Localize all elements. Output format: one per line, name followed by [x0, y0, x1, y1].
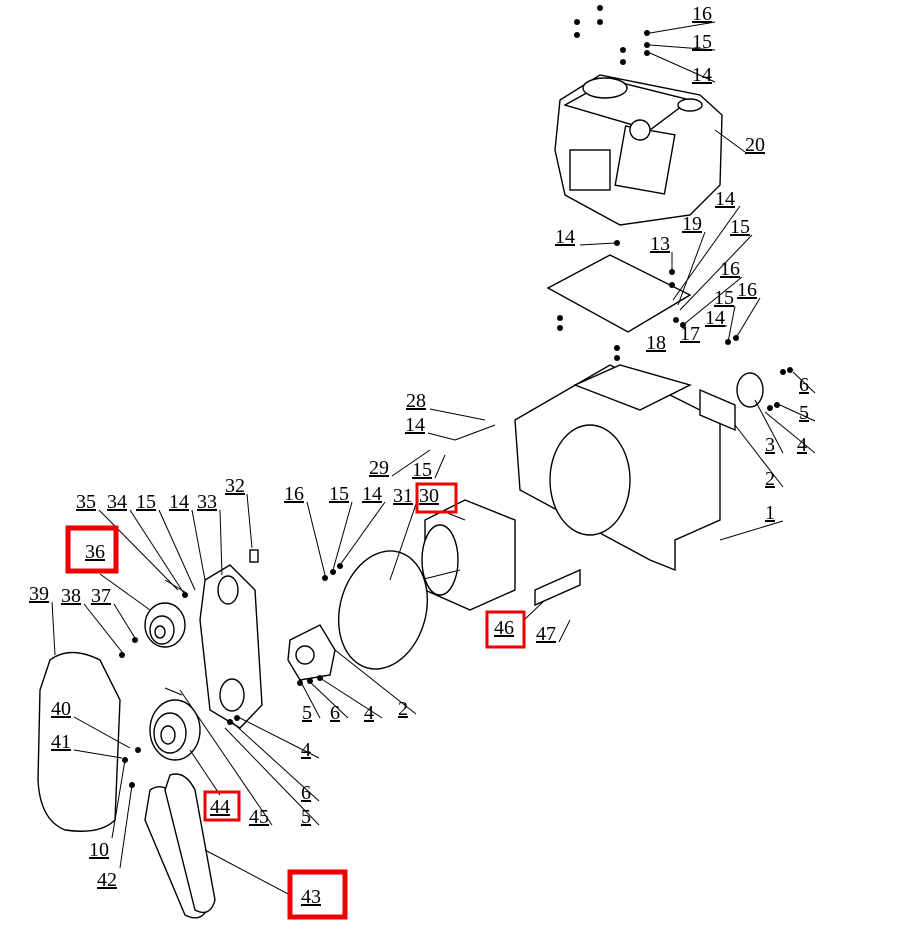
- part-label: 14: [362, 483, 382, 505]
- part-label: 46: [494, 617, 514, 639]
- part-label: 28: [406, 390, 426, 412]
- part-label: 40: [51, 698, 71, 720]
- part-label: 38: [61, 585, 81, 607]
- part-label: 45: [249, 806, 269, 828]
- part-label: 29: [369, 457, 389, 479]
- part-label: 13: [650, 233, 670, 255]
- part-label: 3: [765, 434, 775, 456]
- part-label: 14: [555, 226, 575, 248]
- engine-part: [554, 74, 723, 226]
- part-label: 20: [745, 134, 765, 156]
- part-label: 6: [330, 702, 340, 724]
- fasteners: [119, 5, 793, 788]
- part-label: 16: [284, 483, 304, 505]
- part-label: 18: [646, 332, 666, 354]
- part-label: 34: [107, 491, 127, 513]
- part-label: 41: [51, 731, 71, 753]
- part-label: 10: [89, 839, 109, 861]
- part-label: 33: [197, 491, 217, 513]
- part-label: 19: [682, 213, 702, 235]
- part-label: 16: [720, 258, 740, 280]
- part-label: 37: [91, 585, 111, 607]
- part-label: 5: [799, 402, 809, 424]
- part-label: 15: [136, 491, 156, 513]
- drum-part: [419, 499, 581, 611]
- highlight-44: [203, 790, 241, 822]
- small-pulley: [144, 602, 186, 648]
- part-label: 35: [76, 491, 96, 513]
- part-label: 15: [692, 31, 712, 53]
- part-label: 15: [412, 459, 432, 481]
- part-label: 39: [29, 583, 49, 605]
- highlight-43: [287, 869, 348, 920]
- housing-part: [514, 364, 764, 572]
- part-label: 4: [797, 434, 807, 456]
- highlight-46: [485, 610, 526, 649]
- part-label: 2: [398, 698, 408, 720]
- part-label: 14: [169, 491, 189, 513]
- part-label: 16: [692, 3, 712, 25]
- part-label: 5: [302, 702, 312, 724]
- part-label: 15: [329, 483, 349, 505]
- mount-plate: [546, 254, 692, 333]
- part-label: 47: [536, 623, 556, 645]
- part-label: 42: [97, 869, 117, 891]
- part-label: 6: [799, 374, 809, 396]
- part-label: 4: [301, 739, 311, 761]
- part-label: 14: [705, 307, 725, 329]
- part-label: 15: [714, 287, 734, 309]
- belt-plate: [199, 564, 263, 729]
- leader-lines: [51, 21, 816, 896]
- part-label: 43: [301, 886, 321, 908]
- part-label: 1: [765, 502, 775, 524]
- part-label: 32: [225, 475, 245, 497]
- large-pulley: [149, 699, 201, 761]
- part-label: 2: [765, 468, 775, 490]
- part-label: 16: [737, 279, 757, 301]
- part-label: 36: [85, 541, 105, 563]
- part-label: 31: [393, 485, 413, 507]
- part-label: 44: [210, 796, 230, 818]
- belt-guard: [37, 651, 121, 832]
- part-label: 6: [301, 782, 311, 804]
- part-label: 14: [715, 188, 735, 210]
- part-labels: 16 15 14 20 14 19 15 14 13 16 15 16 14 1…: [29, 3, 809, 908]
- highlight-boxes: [65, 482, 526, 920]
- highlight-30: [415, 482, 458, 514]
- round-plate: [337, 550, 429, 670]
- part-label: 14: [405, 414, 425, 436]
- part-label: 17: [680, 323, 700, 345]
- part-label: 15: [730, 216, 750, 238]
- part-label: 30: [419, 485, 439, 507]
- highlight-36: [65, 525, 119, 574]
- part-label: 14: [692, 64, 712, 86]
- part-label: 4: [364, 702, 374, 724]
- part-label: 5: [301, 806, 311, 828]
- v-belts: [144, 773, 216, 919]
